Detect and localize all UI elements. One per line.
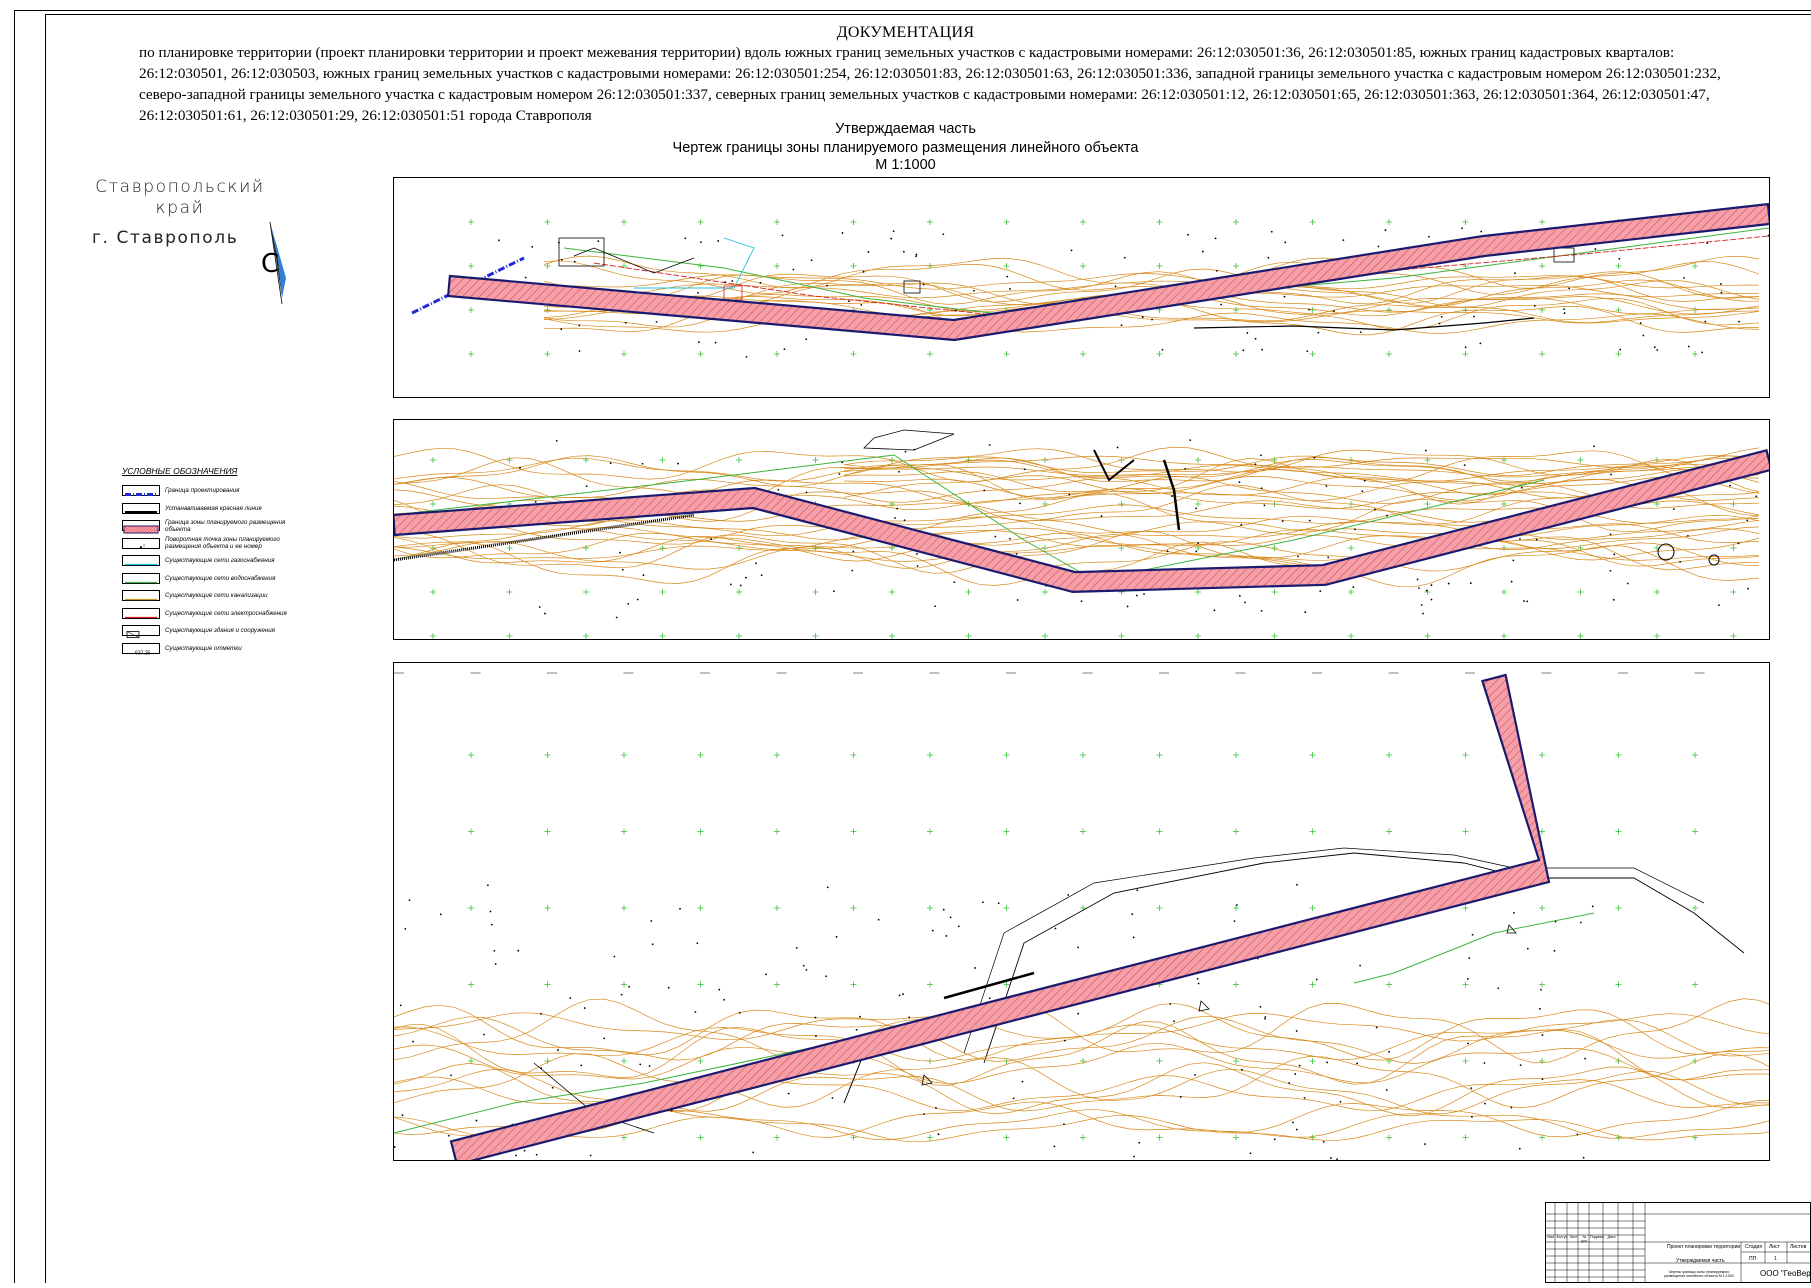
design-boundary-icon — [122, 485, 160, 497]
title-block: Проект планировки территории Утверждаема… — [1545, 1202, 1811, 1283]
legend-item-buildings: Существующие здания и сооружения — [122, 622, 302, 640]
title-block-header-cell: № док. — [1581, 1235, 1588, 1243]
svg-text:1: 1 — [143, 543, 145, 548]
legend-item-label: Поворотная точка зоны планируемого разме… — [165, 536, 280, 551]
turn-point-icon: 1 — [122, 537, 160, 549]
svg-text:637.25: 637.25 — [135, 650, 151, 656]
title-block-header-cell: Дата — [1607, 1235, 1616, 1239]
legend-item-design-boundary: Граница проектирования — [122, 482, 302, 500]
title-block-part: Утверждаемая часть — [1676, 1258, 1725, 1264]
legend-item-label: Граница зоны планируемого размещения объ… — [165, 518, 286, 533]
red-line-icon — [122, 502, 160, 514]
map-panel-2 — [393, 419, 1770, 640]
scale-label: М 1:1000 — [875, 157, 936, 173]
legend-item-label: Существующие сети газоснабжения — [165, 557, 275, 565]
title-block-stage: ПП — [1749, 1256, 1757, 1262]
legend-item-red-line: Устанавливаемая красная линия — [122, 500, 302, 518]
map-canvas-2 — [394, 429, 1769, 639]
title-block-header-cell: Лист — [1569, 1235, 1578, 1239]
title-block-sheet: 1 — [1774, 1256, 1777, 1262]
title-block-sheet-label: Лист — [1769, 1244, 1780, 1250]
legend-item-water-network: Существующие сети водоснабжения — [122, 570, 302, 588]
map-canvas-1 — [411, 202, 1769, 358]
svg-text:С: С — [261, 249, 279, 279]
legend-item-gas-network: Существующие сети газоснабжения — [122, 552, 302, 570]
title-block-sheet-title: Чертеж границы зоны планируемого размеще… — [1664, 1270, 1734, 1278]
title-block-org: ООО "ГеоВертикаль" — [1760, 1269, 1811, 1278]
map-panel-3 — [393, 662, 1770, 1161]
legend-item-label: Существующие сети водоснабжения — [165, 574, 276, 582]
gas-network-icon — [122, 555, 160, 567]
planned-zone-icon — [116, 520, 164, 534]
title-block-sheets-label: Листов — [1790, 1244, 1807, 1250]
title-block-stage-label: Стадия — [1745, 1244, 1763, 1250]
doc-description: по планировке территории (проект планиро… — [139, 44, 1721, 124]
doc-title: ДОКУМЕНТАЦИЯ — [836, 24, 975, 41]
sheet-frame — [45, 14, 1811, 1283]
legend-item-label: Существующие сети канализации — [165, 592, 268, 600]
map-canvas-3 — [394, 672, 1769, 1160]
legend-item-power-network: Существующие сети электроснабжения — [122, 605, 302, 623]
legend-item-sewer-network: Существующие сети канализации — [122, 587, 302, 605]
water-network-icon — [122, 572, 160, 584]
approved-part-label: Утверждаемая часть — [835, 121, 976, 137]
region-label: Ставропольский край — [95, 177, 265, 218]
legend-item-label: Устанавливаемая красная линия — [165, 504, 262, 512]
sewer-network-icon — [122, 590, 160, 602]
legend-title: УСЛОВНЫЕ ОБОЗНАЧЕНИЯ — [122, 466, 238, 476]
legend: УСЛОВНЫЕ ОБОЗНАЧЕНИЯ Граница проектирова… — [116, 466, 302, 658]
title-block-project: Проект планировки территории — [1667, 1244, 1741, 1250]
map-panel-1 — [393, 177, 1770, 398]
title-block-header-cell: Изм. — [1547, 1235, 1555, 1239]
elevations-icon: 637.25 — [122, 642, 160, 656]
city-label: г. Ставрополь — [92, 228, 239, 248]
buildings-icon — [122, 625, 160, 639]
legend-item-turn-point: 1 Поворотная точка зоны планируемого разм… — [122, 535, 302, 553]
legend-item-planned-zone: Граница зоны планируемого размещения объ… — [116, 517, 302, 535]
drawing-title: Чертеж границы зоны планируемого размеще… — [672, 140, 1139, 156]
legend-item-label: Граница проектирования — [165, 487, 240, 495]
title-block-header-cell: Подпись — [1590, 1235, 1605, 1239]
legend-item-label: Существующие здания и сооружения — [165, 627, 275, 635]
title-block-header-cell: Кол.уч — [1556, 1235, 1568, 1239]
legend-item-label: Существующие сети электроснабжения — [165, 609, 287, 617]
power-network-icon — [122, 607, 160, 619]
north-arrow-icon: С — [261, 221, 286, 305]
sheet-outer-frame — [14, 10, 1811, 1283]
legend-item-label: Существующие отметки — [165, 644, 242, 652]
legend-item-elevations: 637.25 Существующие отметки — [122, 640, 302, 658]
